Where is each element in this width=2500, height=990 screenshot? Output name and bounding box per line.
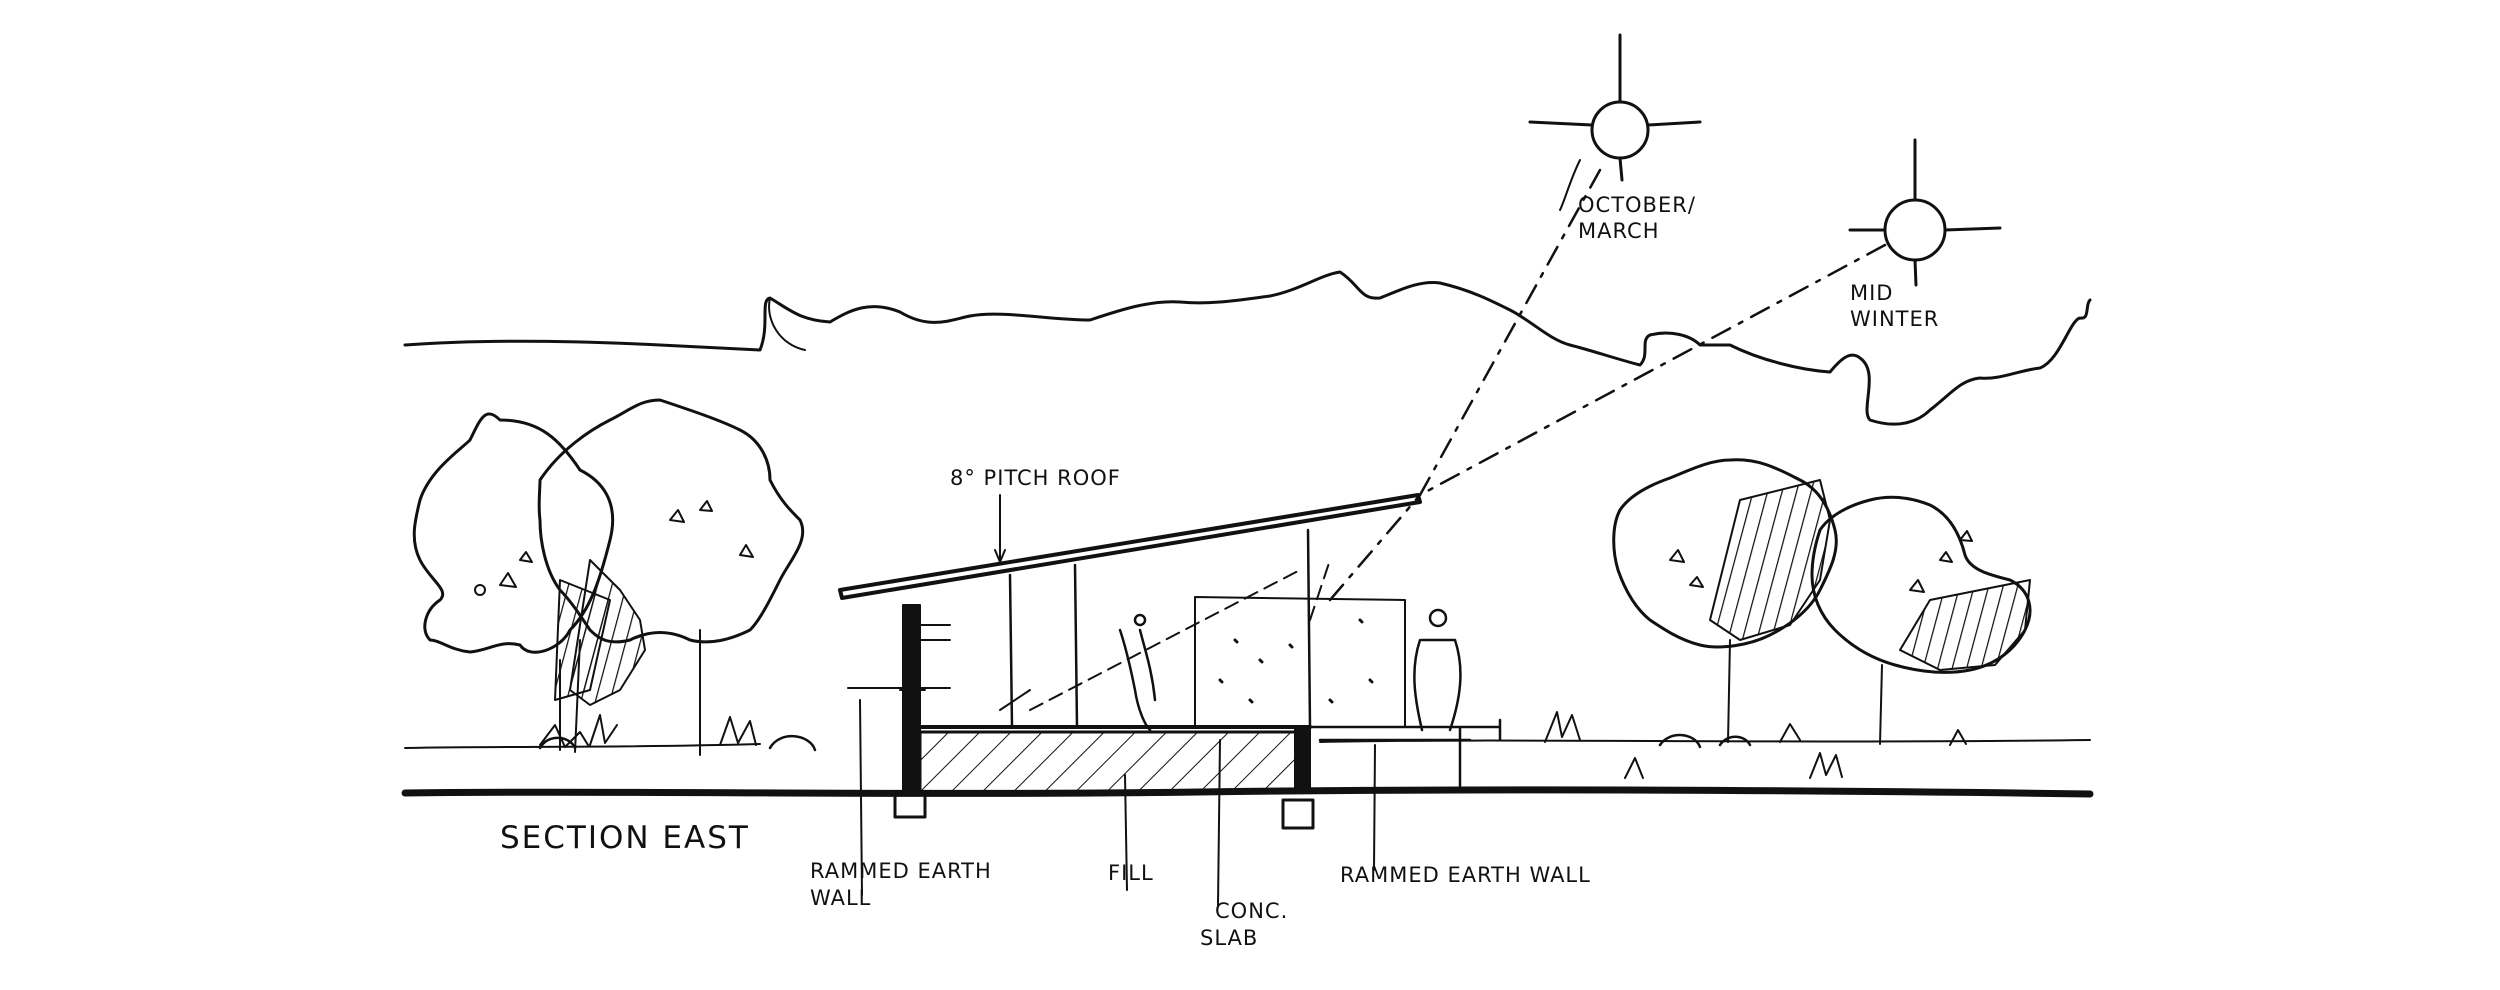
grass-icon [538,711,1967,779]
concrete-slab [918,730,1307,794]
hills-outline [403,270,2092,426]
label-slab-1: CONC. [1215,899,1288,923]
sun-icon-mid-winter [1848,138,2002,287]
label-wall-left-2: WALL [810,886,871,910]
sun-ray-mid-winter [1418,243,1887,497]
label-slab-2: SLAB [1200,926,1258,950]
label-sun-winter-2: WINTER [1850,307,1939,331]
label-sun-oct-2: MARCH [1578,219,1659,243]
roof [838,493,1422,600]
tree-icon-right [1612,458,2032,745]
label-fill: FILL [1108,861,1154,885]
rammed-earth-wall-right [1294,726,1311,793]
label-wall-right: RAMMED EARTH WALL [1340,863,1591,887]
house-section [838,493,1502,830]
person-icon [1118,608,1462,732]
sun-icon-october-march [1528,33,1702,182]
hills-ridge-left [768,297,806,351]
page-title: SECTION EAST [500,820,750,856]
label-sun-oct-1: OCTOBER/ [1578,193,1696,217]
rammed-earth-wall-left [902,604,921,793]
label-sun-winter-1: MID [1850,281,1893,305]
label-wall-left-1: RAMMED EARTH [810,859,992,883]
label-leaders [859,159,1581,906]
tree-icon-left [412,398,805,756]
label-roof-pitch: 8° PITCH ROOF [950,466,1121,490]
sun-ray-october-march [1418,168,1602,497]
